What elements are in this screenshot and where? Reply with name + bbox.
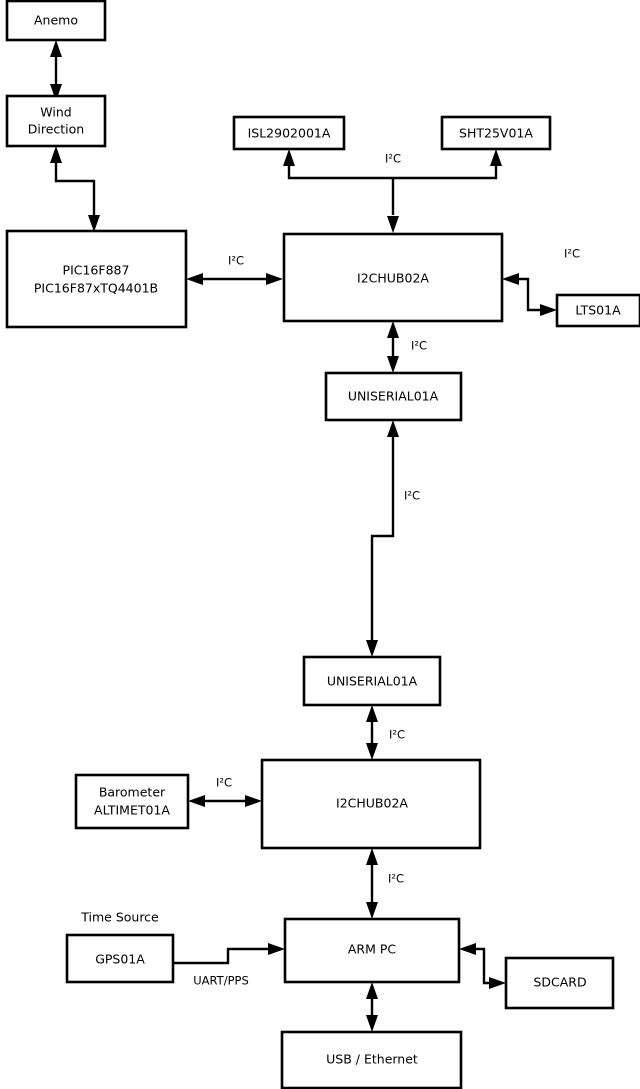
node-barometer-label-line2: ALTIMET01A [94,803,170,818]
node-usb-ethernet-box[interactable] [280,1030,463,1089]
arrow-head-down [366,640,378,657]
arrow-head-down [366,743,378,760]
edge-barometer-hub-bottom [188,795,262,807]
node-sht25v01a-label: SHT25V01A [459,126,533,141]
node-i2chub02a-bottom[interactable]: I2CHUB02A [260,758,482,850]
node-uniserial01a-bottom-label: UNISERIAL01A [327,674,418,689]
node-sdcard-label: SDCARD [533,975,586,990]
edge-label-barometer-hub2: I²C [216,776,232,790]
edge-hub-uniserial-top [387,321,399,373]
node-pic[interactable]: PIC16F887 PIC16F87xTQ4401B [5,229,188,329]
edge-label-hub2-armpc: I²C [388,872,404,886]
edge-pic-hub [186,273,283,285]
edge-hub-bottom-armpc [366,848,378,919]
node-pic-label-line2: PIC16F87xTQ4401B [34,281,158,296]
edge-uniserial-hub-bottom [366,705,378,760]
node-uniserial01a-top-box[interactable] [324,371,463,422]
edge-uniserial-link [366,420,399,657]
edge-label-hub-uniserial: I²C [411,339,427,353]
node-i2chub02a-top-box[interactable] [282,232,504,323]
node-barometer-label-line1: Barometer [99,785,166,800]
node-barometer-box[interactable] [74,773,190,830]
node-usb-ethernet[interactable]: USB / Ethernet [280,1030,463,1089]
arrow-head-up [387,321,399,338]
node-gps01a-label: GPS01A [95,952,145,967]
edge-armpc-sdcard [459,943,506,989]
arrow-head-down [50,84,62,101]
edge-label-uniserial-link: I²C [404,489,420,503]
arrow-head-up [366,705,378,722]
arrow-head-left [502,273,519,285]
arrow-head-left [188,795,205,807]
node-isl2902001a-box[interactable] [232,115,346,151]
node-uniserial01a-bottom[interactable]: UNISERIAL01A [302,655,442,707]
node-armpc-label: ARM PC [348,942,397,957]
node-anemo-box[interactable] [5,0,107,42]
edge-label-gps-armpc: UART/PPS [193,974,249,988]
node-gps01a[interactable]: GPS01A [65,933,175,984]
arrow-head-down [387,216,399,233]
node-wind-direction-box[interactable] [5,94,107,148]
arrow-head-down [387,356,399,373]
node-sdcard[interactable]: SDCARD [504,956,615,1010]
edge-label-hub-lts: I²C [564,247,580,261]
edge-label-pic-hub: I²C [228,254,244,268]
edge-wind-pic [50,146,100,232]
free-label-time-source: Time Source [80,910,159,925]
node-sdcard-box[interactable] [504,956,615,1010]
arrow-head-up [50,40,62,57]
node-barometer[interactable]: Barometer ALTIMET01A [74,773,190,830]
node-isl2902001a[interactable]: ISL2902001A [232,115,346,151]
node-i2chub02a-bottom-label: I2CHUB02A [336,796,408,811]
node-lts01a[interactable]: LTS01A [555,293,640,328]
node-wind-direction-label-line2: Direction [28,122,84,137]
edge-hub-lts [502,273,557,316]
arrow-head-left [459,943,476,955]
arrow-head-right [540,304,557,316]
edge-anemo-wind [50,40,62,101]
node-armpc-box[interactable] [283,917,461,984]
edge-gps-armpc [173,943,285,965]
node-lts01a-box[interactable] [555,293,640,328]
arrow-head-left [186,273,203,285]
node-i2chub02a-top-label: I2CHUB02A [357,271,429,286]
node-gps01a-box[interactable] [65,933,175,984]
edge-armpc-usbeth [366,982,378,1032]
arrow-head-up [387,420,399,437]
node-uniserial01a-top[interactable]: UNISERIAL01A [324,371,463,422]
node-pic-box[interactable] [5,229,188,329]
arrow-head-down [88,215,100,232]
node-i2chub02a-top[interactable]: I2CHUB02A [282,232,504,323]
edge-label-uniserial-hub2: I²C [389,728,405,742]
node-pic-label-line1: PIC16F887 [63,263,130,278]
arrow-head-up [366,848,378,865]
node-anemo[interactable]: Anemo [5,0,107,42]
arrow-head-up [50,146,62,163]
node-armpc[interactable]: ARM PC [283,917,461,984]
node-wind-direction[interactable]: Wind Direction [5,94,107,148]
arrow-head-down [366,1015,378,1032]
node-isl2902001a-label: ISL2902001A [248,126,331,141]
node-usb-ethernet-label: USB / Ethernet [326,1052,418,1067]
arrow-head-right [489,977,506,989]
node-wind-direction-label-line1: Wind [40,105,71,120]
node-sht25v01a[interactable]: SHT25V01A [440,115,552,151]
node-anemo-label: Anemo [34,13,78,28]
arrow-head-up [490,149,502,166]
arrow-head-up [366,982,378,999]
arrow-head-down [366,902,378,919]
node-lts01a-label: LTS01A [575,303,621,318]
node-sht25v01a-box[interactable] [440,115,552,151]
node-uniserial01a-bottom-box[interactable] [302,655,442,707]
node-uniserial01a-top-label: UNISERIAL01A [348,389,439,404]
arrow-head-right [266,273,283,285]
arrow-head-up [283,149,295,166]
edge-label-isl-sht-bus: I²C [385,152,401,166]
node-i2chub02a-bottom-box[interactable] [260,758,482,850]
edge-hub-sensors-bus [283,149,502,233]
arrow-head-right [268,943,285,955]
arrow-head-right [245,795,262,807]
